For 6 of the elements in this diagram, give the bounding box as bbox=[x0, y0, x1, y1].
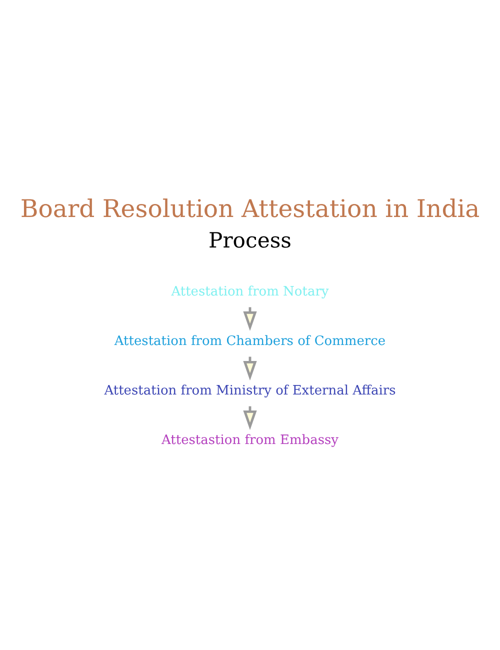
diagram-title: Board Resolution Attestation in India bbox=[20, 194, 480, 223]
node-text: Attestation from Notary bbox=[171, 284, 329, 300]
node-text: Attestation from Ministry of External Affairs bbox=[104, 384, 396, 399]
node-text: Attestation from Chambers of Commerce bbox=[114, 334, 386, 350]
label: Process bbox=[208, 228, 292, 253]
node-text: Attestastion from Embassy bbox=[161, 433, 339, 448]
